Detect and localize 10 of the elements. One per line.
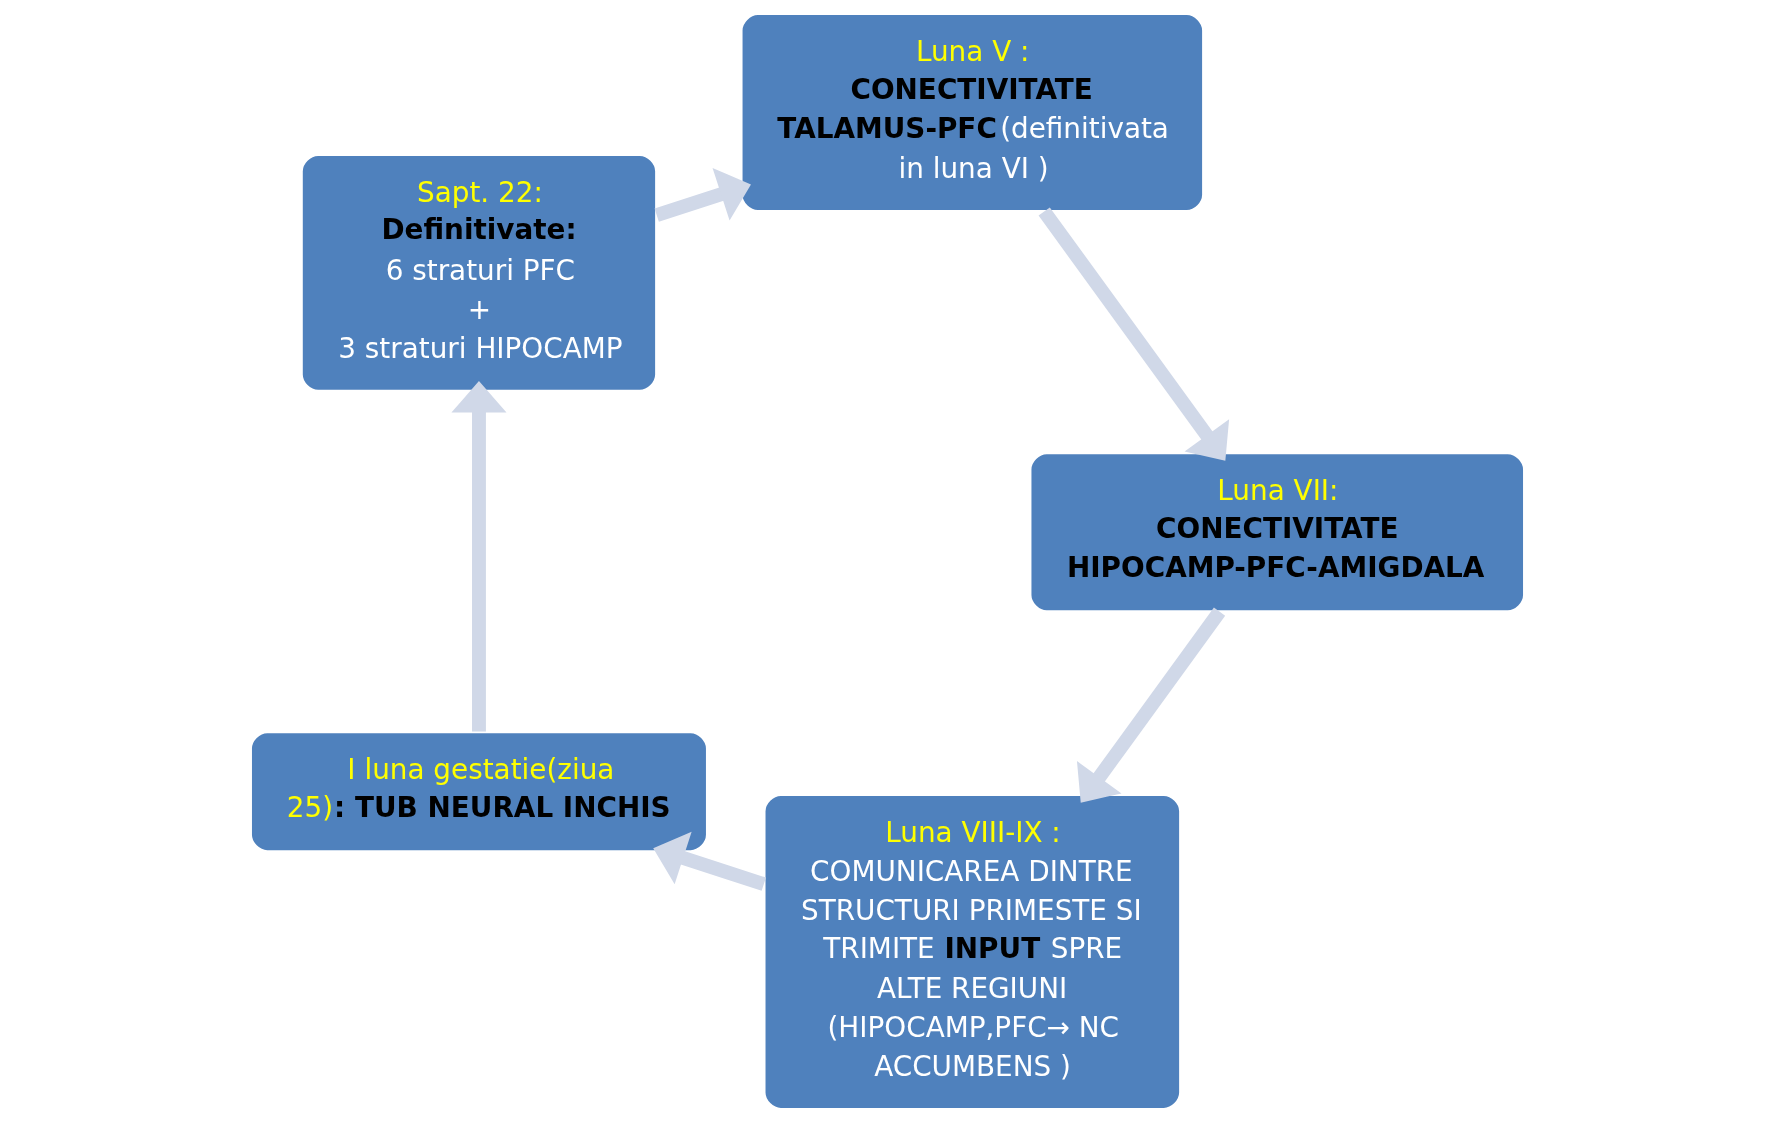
- node-box: Sapt. 22: Definitivate: 6 straturi PFC + 3 straturi HIPOCAMP: [299, 153, 658, 393]
- node-box: Luna VII: CONECTIVITATE HIPOCAMP-PFC-AMIGDALA: [1028, 451, 1526, 614]
- node-box: Luna VIII-IX : COMUNICAREA DINTRE STRUCTURI PRIMESTE SI TRIMITE INPUT SPRE ALTE REGIUNI (HIPOCAMP,PFC→ NC ACCUMBENS ): [762, 793, 1182, 1111]
- arrow: [1076, 607, 1225, 803]
- arrow: [450, 381, 506, 732]
- node-box: Luna V : CONECTIVITATE TALAMUS-PFC(definitivata in luna VI ): [739, 12, 1205, 213]
- arrow: [652, 831, 766, 891]
- arrow: [1038, 207, 1229, 461]
- arrow: [654, 168, 751, 222]
- node-box: I luna gestatie(ziua 25): TUB NEURAL INCHIS: [248, 730, 709, 853]
